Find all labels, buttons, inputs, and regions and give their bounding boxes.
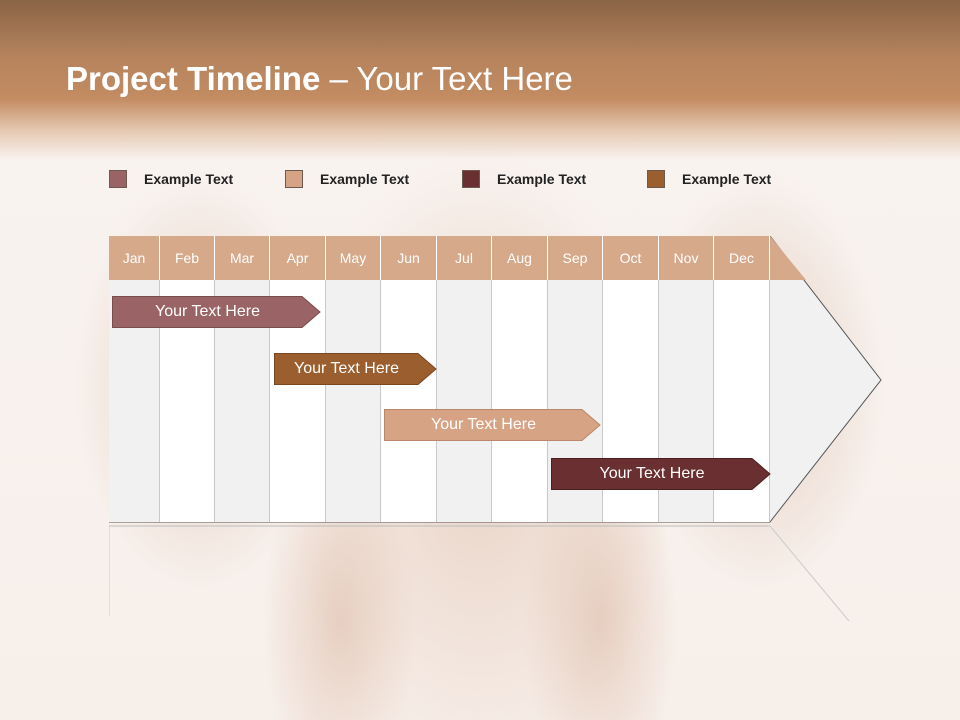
column-jul xyxy=(437,280,492,522)
column-may xyxy=(326,280,381,522)
month-header: Aug xyxy=(492,236,548,280)
timeline-bar-4[interactable]: Your Text Here xyxy=(551,458,771,490)
bar-label-1: Your Text Here xyxy=(155,303,260,320)
month-header: Feb xyxy=(160,236,215,280)
month-header: Oct xyxy=(603,236,659,280)
legend-item-4: Example Text xyxy=(647,170,771,188)
legend-swatch-1 xyxy=(109,170,127,188)
month-header: Nov xyxy=(659,236,714,280)
timeline-bar-1[interactable]: Your Text Here xyxy=(112,296,321,328)
month-header: Mar xyxy=(215,236,270,280)
title-band xyxy=(0,0,960,160)
column-aug xyxy=(492,280,548,522)
month-header: Sep xyxy=(548,236,603,280)
legend-swatch-2 xyxy=(285,170,303,188)
page-title: Project Timeline – Your Text Here xyxy=(66,60,573,98)
timeline-bar-2[interactable]: Your Text Here xyxy=(274,353,437,385)
title-bold: Project Timeline xyxy=(66,60,321,97)
legend-label-4: Example Text xyxy=(682,171,772,187)
legend-swatch-4 xyxy=(647,170,665,188)
title-rest: – Your Text Here xyxy=(320,60,573,97)
timeline-bar-3[interactable]: Your Text Here xyxy=(384,409,601,441)
legend-item-3: Example Text xyxy=(462,170,586,188)
month-header-row: Jan Feb Mar Apr May Jun Jul Aug Sep Oct … xyxy=(109,236,770,280)
month-header: Jun xyxy=(381,236,437,280)
month-header: May xyxy=(326,236,381,280)
month-header: Dec xyxy=(714,236,770,280)
legend-label-2: Example Text xyxy=(320,171,410,187)
legend-label-1: Example Text xyxy=(144,171,234,187)
bar-label-2: Your Text Here xyxy=(294,360,399,377)
legend-item-2: Example Text xyxy=(285,170,409,188)
bar-label-3: Your Text Here xyxy=(431,416,536,433)
month-header: Jan xyxy=(109,236,160,280)
month-header: Jul xyxy=(437,236,492,280)
legend-label-3: Example Text xyxy=(497,171,587,187)
month-header: Apr xyxy=(270,236,326,280)
legend-swatch-3 xyxy=(462,170,480,188)
legend-item-1: Example Text xyxy=(109,170,233,188)
column-jun xyxy=(381,280,437,522)
bar-label-4: Your Text Here xyxy=(599,465,705,482)
